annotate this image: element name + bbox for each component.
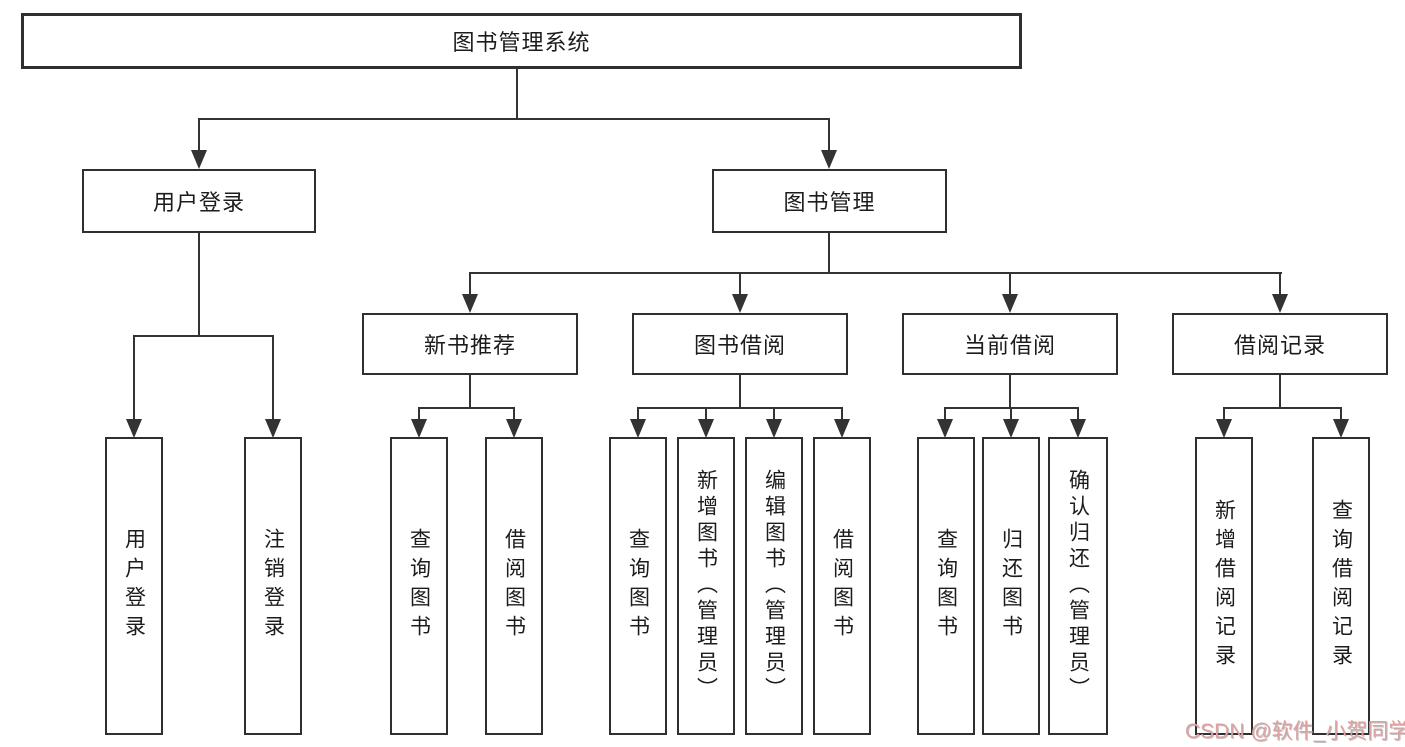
node-book-management-label: 图书管理 (783, 190, 876, 215)
connector-drop (1010, 407, 1012, 421)
connector-drop-current-borrow (1009, 272, 1011, 296)
node-current-borrowing-label: 当前借阅 (963, 333, 1056, 358)
arrow-down-icon (937, 419, 953, 438)
connector-new-book-bus (418, 407, 515, 409)
connector-borrow-records-stem (1279, 375, 1281, 408)
connector-drop-user-login-v (133, 335, 135, 420)
connector-drop-borrow-records (1279, 272, 1281, 296)
node-root-label: 图书管理系统 (452, 30, 591, 55)
connector-book-borrow-stem (739, 375, 741, 408)
leaf-query-books-recommend-label: 查询图书 (407, 528, 431, 644)
node-user-login: 用户登录 (82, 169, 316, 233)
arrow-down-icon (732, 294, 748, 313)
connector-drop (944, 407, 946, 421)
connector-drop (637, 407, 639, 421)
csdn-watermark: CSDN @软件_小贺同学 (1185, 720, 1405, 743)
node-borrowing-records-label: 借阅记录 (1233, 333, 1326, 358)
connector-user-login-stem (198, 233, 200, 335)
arrow-down-icon (506, 419, 522, 438)
node-new-book-recommend: 新书推荐 (362, 313, 578, 375)
leaf-borrow-books-recommend-label: 借阅图书 (502, 528, 526, 644)
arrow-down-icon (630, 419, 646, 438)
connector-drop (705, 407, 707, 421)
connector-drop (1077, 407, 1079, 421)
connector-drop (1223, 407, 1225, 421)
leaf-add-borrow-record: 新增借阅记录 (1195, 437, 1253, 735)
connector-book-mgmt-bus (469, 272, 1282, 274)
arrow-down-icon (265, 419, 281, 438)
leaf-return-books-label: 归还图书 (999, 528, 1023, 644)
node-user-login-label: 用户登录 (152, 190, 245, 215)
arrow-down-icon (1002, 294, 1018, 313)
connector-drop (841, 407, 843, 421)
leaf-query-books-current-label: 查询图书 (934, 528, 958, 644)
arrow-down-icon (698, 419, 714, 438)
node-root: 图书管理系统 (21, 13, 1022, 69)
leaf-edit-books-admin: 编辑图书（管理员） (745, 437, 803, 735)
arrow-down-icon (766, 419, 782, 438)
connector-drop-logout (272, 335, 274, 420)
connector-book-mgmt-stem (828, 233, 830, 273)
connector-root-stem (516, 69, 518, 118)
leaf-logout: 注销登录 (244, 437, 302, 735)
leaf-confirm-return-admin: 确认归还（管理员） (1048, 437, 1108, 735)
leaf-query-books-current: 查询图书 (917, 437, 975, 735)
node-book-borrowing-label: 图书借阅 (693, 333, 786, 358)
arrow-down-icon (821, 150, 837, 169)
node-borrowing-records: 借阅记录 (1172, 313, 1388, 375)
connector-new-book-stem (469, 375, 471, 408)
leaf-edit-books-admin-label: 编辑图书（管理员） (762, 469, 786, 703)
arrow-down-icon (191, 150, 207, 169)
connector-current-borrow-stem (1009, 375, 1011, 408)
connector-drop-new-book (469, 272, 471, 296)
leaf-add-books-admin: 新增图书（管理员） (677, 437, 735, 735)
connector-drop-user-login (198, 118, 200, 152)
connector-book-borrow-bus (637, 407, 843, 409)
arrow-down-icon (126, 419, 142, 438)
leaf-return-books: 归还图书 (982, 437, 1040, 735)
leaf-add-borrow-record-label: 新增借阅记录 (1212, 499, 1236, 673)
connector-root-bus (198, 118, 830, 120)
node-book-borrowing: 图书借阅 (632, 313, 848, 375)
connector-drop (773, 407, 775, 421)
connector-user-login-bus (133, 335, 274, 337)
leaf-confirm-return-admin-label: 确认归还（管理员） (1066, 469, 1090, 703)
arrow-down-icon (1272, 294, 1288, 313)
arrow-down-icon (462, 294, 478, 313)
node-new-book-recommend-label: 新书推荐 (423, 333, 516, 358)
connector-drop-book-borrow (739, 272, 741, 296)
leaf-add-books-admin-label: 新增图书（管理员） (694, 469, 718, 703)
leaf-user-login: 用户登录 (105, 437, 163, 735)
leaf-logout-label: 注销登录 (261, 528, 285, 644)
leaf-query-books-borrowing-label: 查询图书 (626, 528, 650, 644)
arrow-down-icon (1333, 419, 1349, 438)
arrow-down-icon (1070, 419, 1086, 438)
connector-drop-book-mgmt (828, 118, 830, 152)
leaf-borrow-books-borrowing: 借阅图书 (813, 437, 871, 735)
node-book-management: 图书管理 (712, 169, 947, 233)
connector-drop (1340, 407, 1342, 421)
leaf-user-login-label: 用户登录 (122, 528, 146, 644)
arrow-down-icon (834, 419, 850, 438)
arrow-down-icon (411, 419, 427, 438)
leaf-query-books-borrowing: 查询图书 (609, 437, 667, 735)
leaf-query-books-recommend: 查询图书 (390, 437, 448, 735)
connector-drop (418, 407, 420, 421)
node-current-borrowing: 当前借阅 (902, 313, 1118, 375)
arrow-down-icon (1216, 419, 1232, 438)
leaf-query-borrow-record-label: 查询借阅记录 (1329, 499, 1353, 673)
arrow-down-icon (1003, 419, 1019, 438)
leaf-borrow-books-recommend: 借阅图书 (485, 437, 543, 735)
connector-drop (513, 407, 515, 421)
connector-borrow-records-bus (1223, 407, 1341, 409)
leaf-query-borrow-record: 查询借阅记录 (1312, 437, 1370, 735)
leaf-borrow-books-borrowing-label: 借阅图书 (830, 528, 854, 644)
